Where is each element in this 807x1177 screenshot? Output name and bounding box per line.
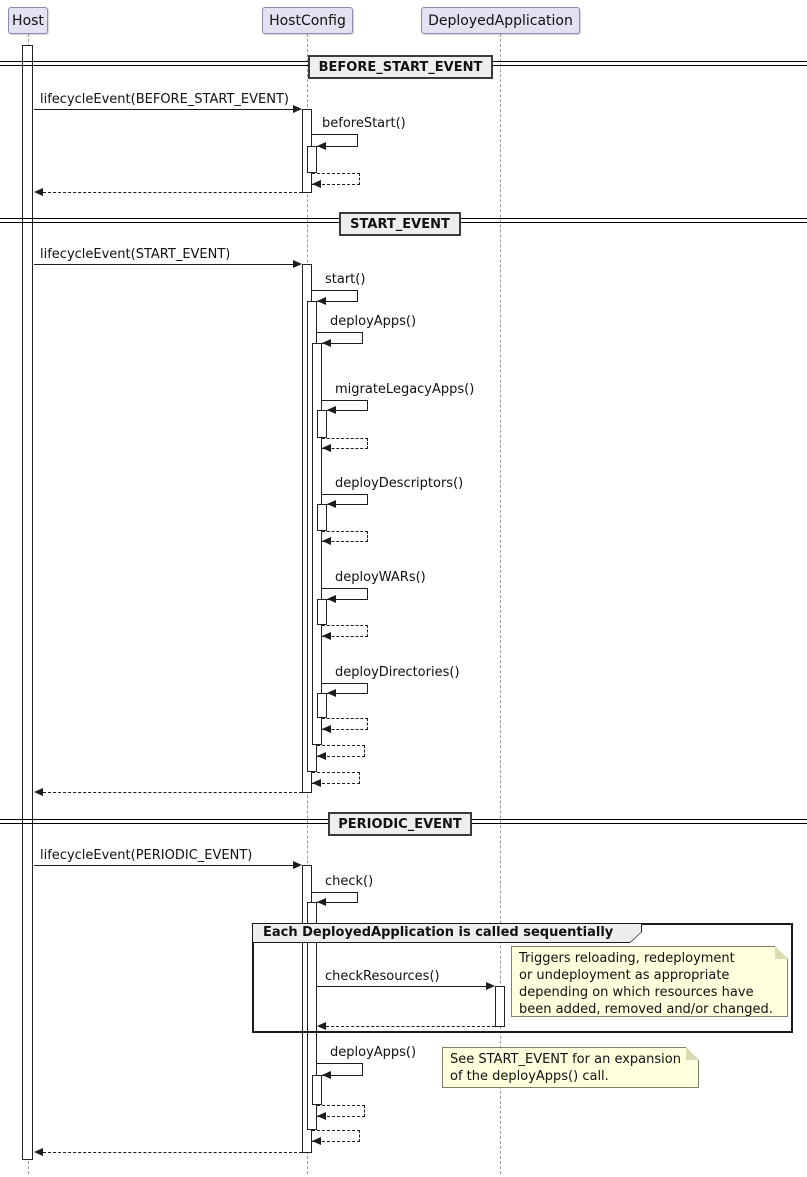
self-call-deployApps (317, 332, 363, 344)
divider-before-start-event: BEFORE_START_EVENT (308, 55, 493, 79)
arrowhead (322, 1071, 331, 1079)
message-label: deployDescriptors() (335, 476, 464, 491)
participant-host: Host (8, 7, 48, 34)
lifeline-deployedapplication (500, 34, 501, 1174)
arrowhead (34, 1148, 43, 1156)
arrowhead (317, 752, 326, 760)
message-label: deployApps() (330, 314, 417, 329)
self-call-deployApps-periodic (317, 1063, 363, 1076)
self-return (312, 173, 360, 185)
divider-periodic-event: PERIODIC_EVENT (328, 812, 472, 836)
arrowhead (327, 406, 336, 414)
arrowhead (322, 444, 331, 452)
arrowhead (322, 537, 331, 545)
message-label: start() (325, 272, 366, 287)
message-label: check() (325, 874, 374, 889)
note-check-resources: Triggers reloading, redeployment or unde… (511, 946, 788, 1017)
activation-bar (312, 343, 322, 745)
self-return (322, 625, 368, 637)
self-call-deployWARs (322, 588, 368, 600)
arrowhead (322, 632, 331, 640)
activation-bar (317, 410, 327, 438)
self-return (317, 1105, 365, 1117)
arrowhead (293, 260, 302, 268)
message-line-lifecycle-start (34, 264, 294, 265)
self-return (312, 1130, 360, 1142)
activation-bar (317, 504, 327, 531)
participant-label: HostConfig (269, 12, 346, 29)
arrowhead (486, 982, 495, 990)
arrowhead (317, 1112, 326, 1120)
self-call-check (312, 892, 358, 903)
return-line-checkResources (326, 1026, 495, 1027)
arrowhead (327, 500, 336, 508)
self-call-deployDirectories (322, 683, 368, 694)
self-call-migrateLegacyApps (322, 400, 368, 411)
return-line-to-host (43, 192, 302, 193)
self-call-beforeStart (312, 134, 358, 147)
activation-bar (307, 902, 317, 1130)
activation-bar-host (22, 45, 33, 1160)
divider-label: START_EVENT (350, 216, 450, 232)
message-line-lifecycle-periodic (34, 865, 294, 866)
message-label: lifecycleEvent(BEFORE_START_EVENT) (40, 92, 289, 107)
return-line-to-host (43, 792, 302, 793)
divider-label: PERIODIC_EVENT (338, 816, 462, 832)
arrowhead (34, 188, 43, 196)
message-line-lifecycle-before (34, 109, 294, 110)
group-header: Each DeployedApplication is called seque… (253, 924, 641, 942)
self-return (317, 745, 365, 757)
participant-label: DeployedApplication (428, 12, 573, 29)
arrowhead (322, 725, 331, 733)
activation-bar-deployedapplication (495, 986, 505, 1027)
message-label: deployWARs() (335, 570, 426, 585)
participant-label: Host (12, 12, 44, 29)
arrowhead (312, 779, 321, 787)
message-label: checkResources() (325, 969, 440, 984)
arrowhead (312, 1137, 321, 1145)
message-label: lifecycleEvent(PERIODIC_EVENT) (40, 848, 253, 863)
message-label: lifecycleEvent(START_EVENT) (40, 247, 231, 262)
message-label: migrateLegacyApps() (335, 382, 475, 397)
arrowhead (312, 180, 321, 188)
arrowhead (317, 1022, 326, 1030)
message-label: deployDirectories() (335, 665, 460, 680)
arrowhead (327, 595, 336, 603)
divider-label: BEFORE_START_EVENT (318, 59, 483, 75)
arrowhead (317, 297, 326, 305)
message-label: beforeStart() (322, 116, 406, 131)
arrowhead (322, 339, 331, 347)
activation-bar (317, 599, 327, 625)
self-return (322, 438, 368, 449)
activation-bar (307, 146, 317, 173)
message-line-checkResources (317, 986, 487, 987)
return-line-to-host (43, 1152, 302, 1153)
self-call-start (312, 290, 358, 302)
self-return (322, 531, 368, 542)
self-call-deployDescriptors (322, 494, 368, 505)
divider-start-event: START_EVENT (339, 212, 461, 236)
self-return (322, 718, 368, 730)
note-deploy-apps: See START_EVENT for an expansion of the … (442, 1047, 699, 1088)
arrowhead (293, 861, 302, 869)
arrowhead (293, 105, 302, 113)
arrowhead (34, 788, 43, 796)
self-return (312, 772, 360, 784)
participant-hostconfig: HostConfig (262, 7, 353, 34)
arrowhead (327, 689, 336, 697)
arrowhead (317, 898, 326, 906)
arrowhead (317, 142, 326, 150)
activation-bar (312, 1075, 322, 1105)
activation-bar (317, 693, 327, 718)
participant-deployedapplication: DeployedApplication (421, 7, 580, 34)
message-label: deployApps() (330, 1045, 417, 1060)
